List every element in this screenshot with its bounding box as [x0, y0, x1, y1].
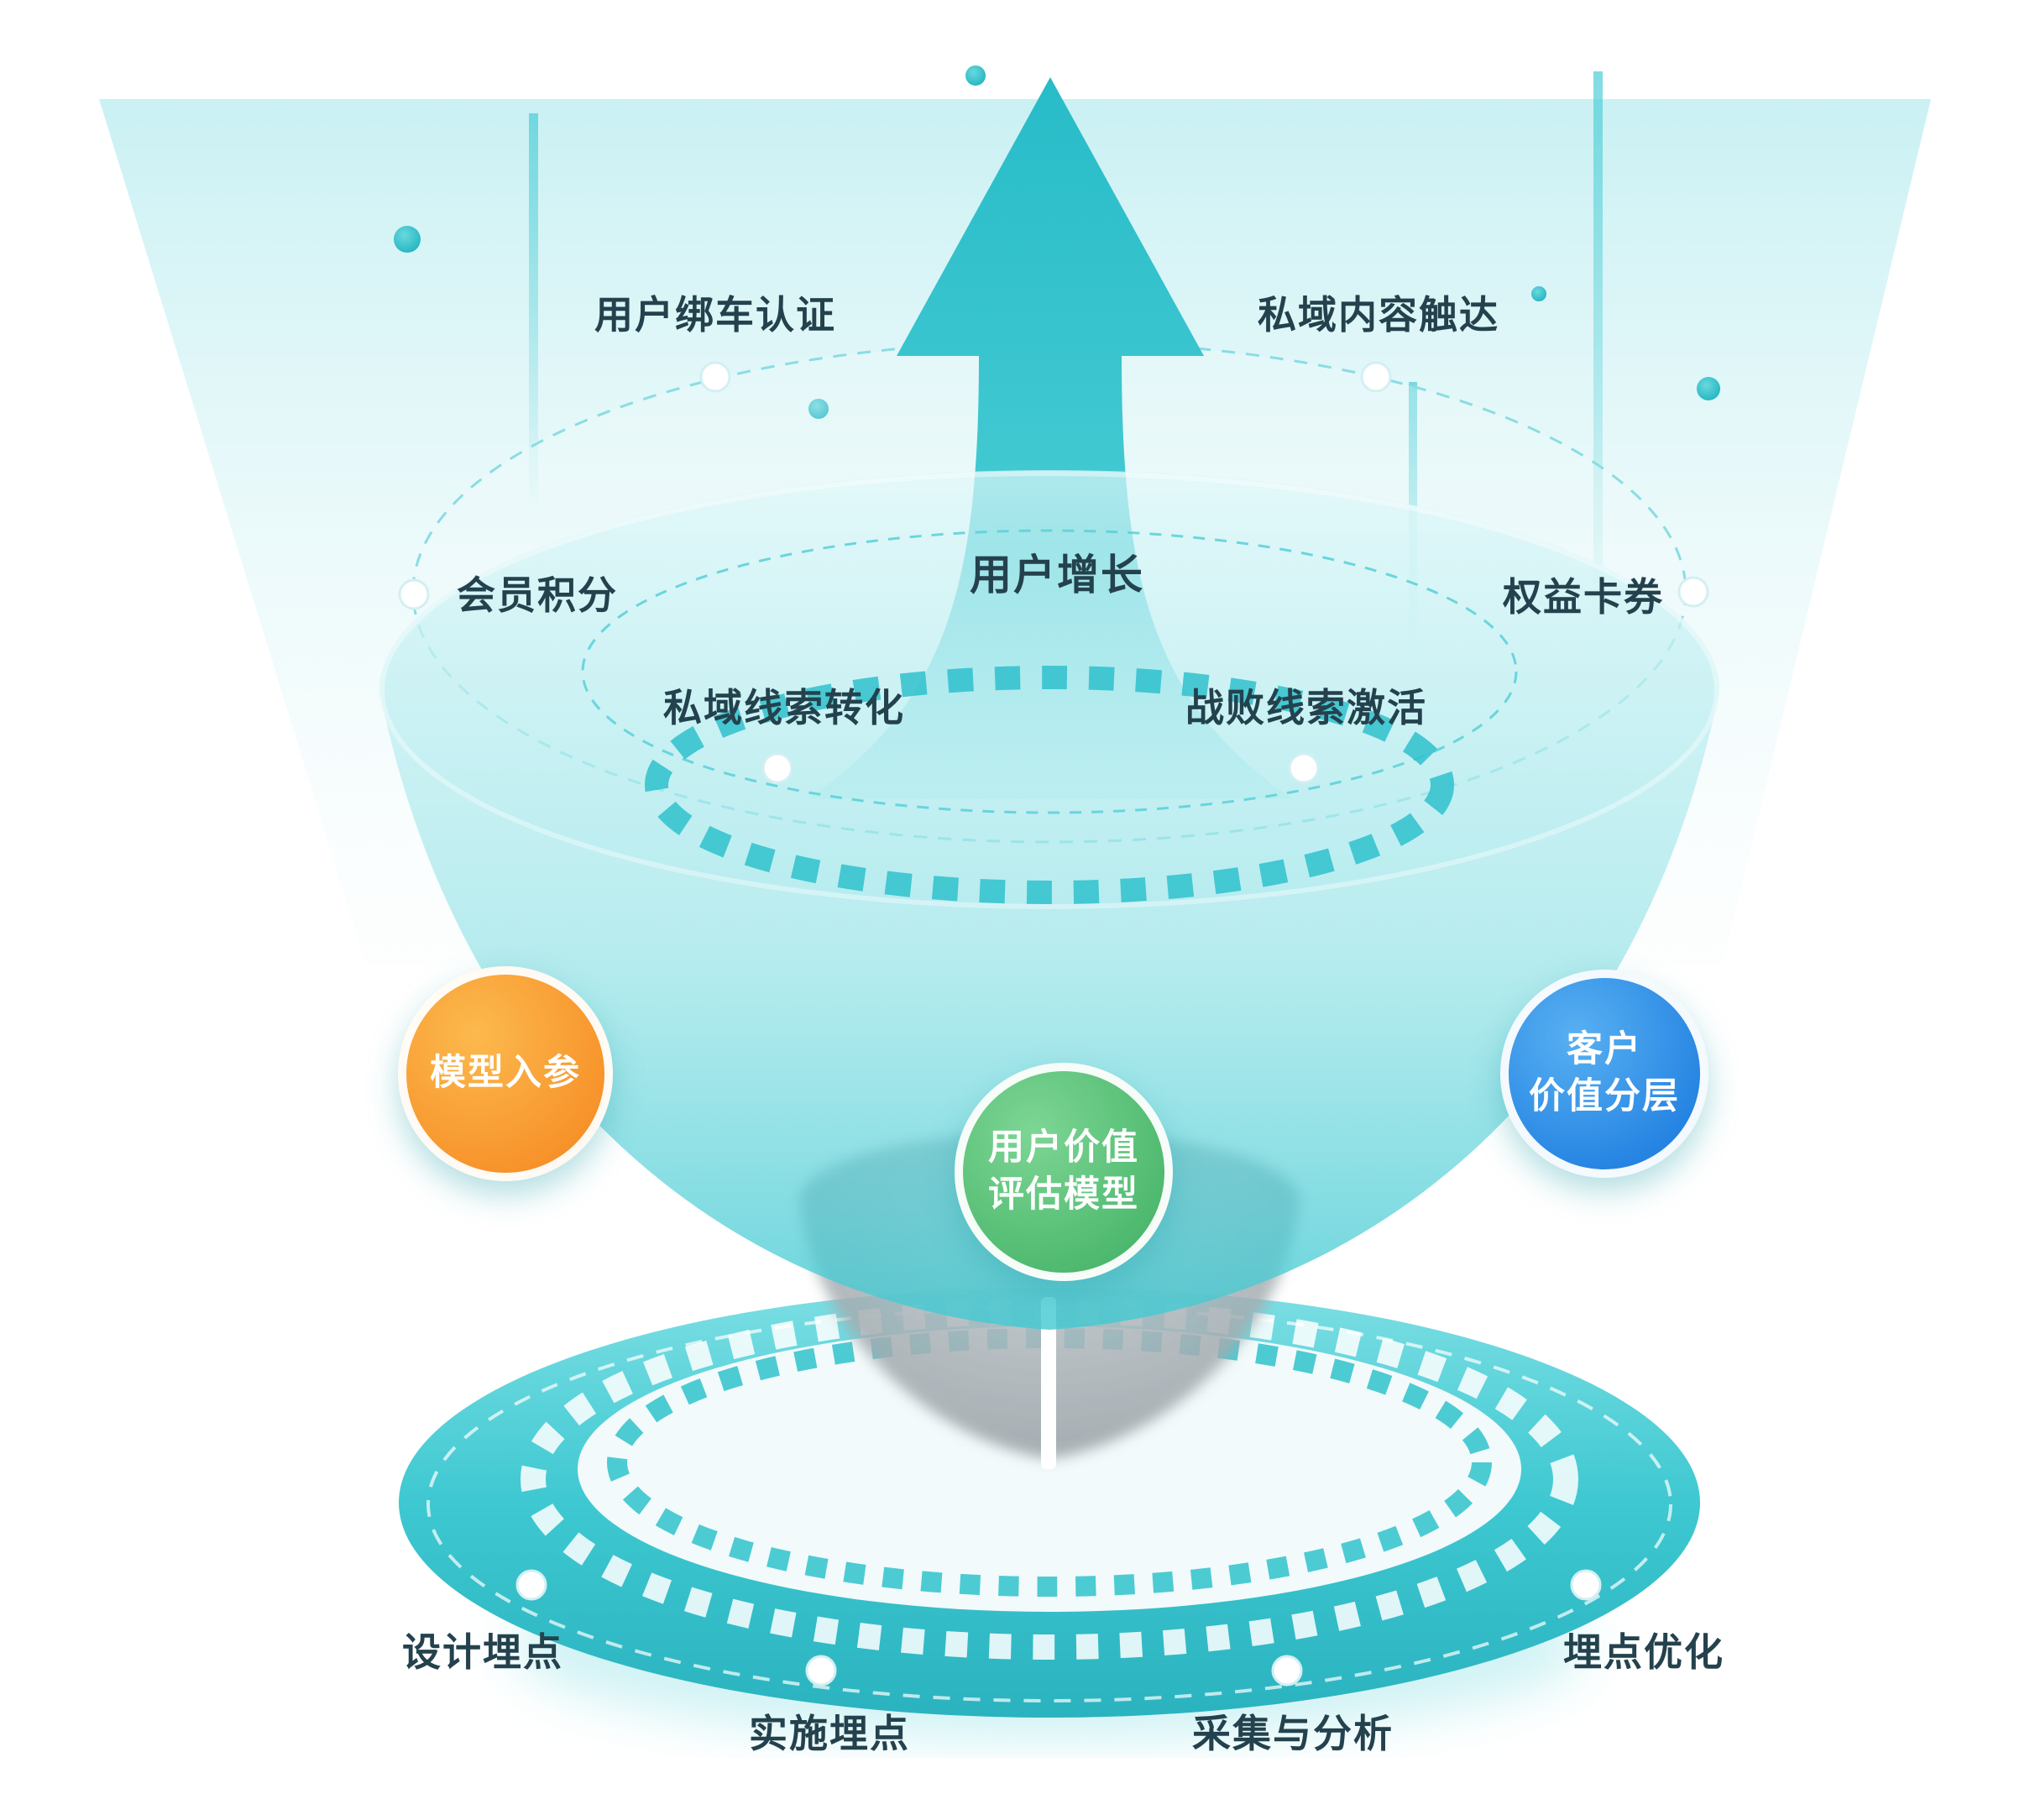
node-customer-value-tiers-line1: 客户 — [1567, 1029, 1642, 1070]
node-customer-value-tiers: 客户 价值分层 — [1500, 970, 1708, 1178]
inner-dashed-ring — [581, 529, 1518, 814]
node-user-value-model-line1: 用户价值 — [988, 1127, 1139, 1169]
funnel-mouth — [379, 470, 1719, 910]
title-user-growth: 用户增长 — [970, 552, 1144, 599]
label-benefit-coupons: 权益卡券 — [1503, 575, 1664, 619]
mouth-tick-marks — [645, 666, 1454, 904]
node-model-input-label: 模型入参 — [430, 1053, 581, 1094]
label-private-content-reach: 私域内容触达 — [1258, 293, 1499, 337]
label-implement-tracking: 实施埋点 — [749, 1712, 910, 1755]
node-user-value-model-line2: 评估模型 — [988, 1174, 1139, 1215]
label-tracking-optimization: 埋点优化 — [1563, 1630, 1724, 1674]
label-design-tracking: 设计埋点 — [402, 1630, 563, 1674]
node-user-value-model: 用户价值 评估模型 — [955, 1063, 1173, 1281]
label-anchor-dots — [398, 361, 1709, 1687]
label-member-points: 会员积分 — [457, 573, 618, 617]
label-lost-lead-activation: 战败线索激活 — [1185, 686, 1427, 730]
label-collect-and-analyze: 采集与分析 — [1192, 1712, 1394, 1755]
node-customer-value-tiers-line2: 价值分层 — [1529, 1076, 1680, 1117]
label-user-car-auth: 用户绑车认证 — [594, 293, 836, 337]
node-model-input: 模型入参 — [398, 966, 613, 1181]
growth-arrow-icon — [808, 77, 1293, 799]
label-private-lead-conversion: 私域线索转化 — [663, 686, 905, 730]
bubble-icons — [394, 65, 1720, 419]
